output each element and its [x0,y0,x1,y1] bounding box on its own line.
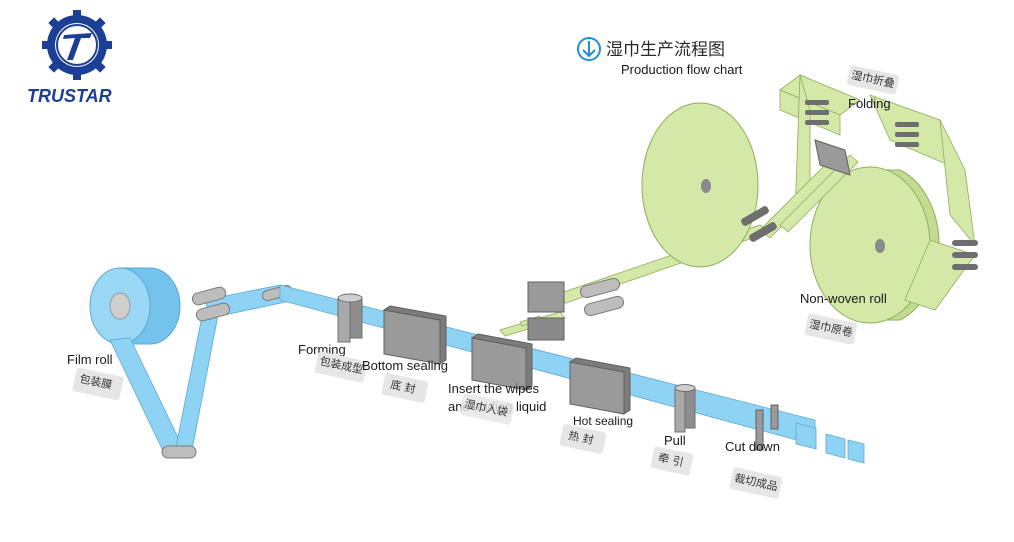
guide-rollers [161,284,293,459]
label-bottom-sealing: Bottom sealing [362,358,448,373]
wipes-insert-block [527,277,625,341]
tag-pull: 牵 引 [657,450,685,469]
label-cut-down: Cut down [725,439,780,454]
cutter [755,404,779,451]
stage-labels: Film roll 包装膜 Forming 包装成型 Bottom sealin… [67,65,899,499]
forming-unit [337,293,363,343]
insert-wipes-unit [470,333,533,391]
arrow-down-circle-icon [577,37,601,61]
label-film-roll: Film roll [67,352,113,367]
label-hot-sealing: Hot sealing [573,414,633,428]
bottom-sealing-unit [382,305,447,365]
title-en: Production flow chart [621,62,743,77]
film-roll [89,267,181,345]
brand-name: TRUSTAR [27,86,112,106]
pull-rollers [674,384,696,433]
folding-guide-plate [814,139,851,176]
label-insert-wipes: Insert the wipes [448,381,540,396]
gear-icon [42,10,112,80]
title-zh: 湿巾生产流程图 [606,40,725,60]
chart-title: 湿巾生产流程图 Production flow chart [577,37,743,77]
label-non-woven-roll: Non-woven roll [800,291,887,306]
trustar-logo: TRUSTAR [27,10,112,106]
non-woven-roll-upper [641,102,759,268]
folding-rollers [741,100,978,270]
tag-bottom-sealing: 底 封 [389,377,417,396]
label-folding: Folding [848,96,891,111]
label-forming: Forming [298,342,346,357]
hot-sealing-unit [568,357,631,415]
label-pull: Pull [664,433,686,448]
cut-products [795,422,865,464]
tag-hot-sealing: 热 封 [567,428,595,447]
